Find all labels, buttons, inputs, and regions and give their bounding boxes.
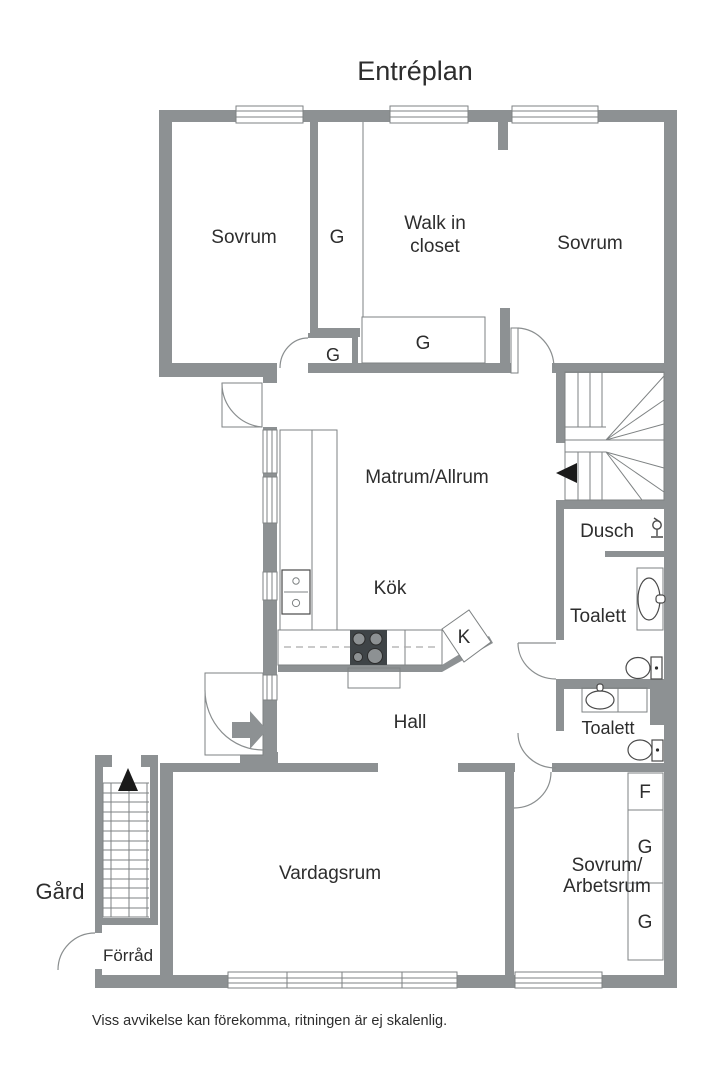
- label-sovarb-2: Arbetsrum: [563, 876, 651, 897]
- toilet-upper-door: [517, 642, 557, 680]
- label-gard: Gård: [36, 879, 85, 904]
- label-g-small: G: [326, 345, 340, 365]
- label-g-upper: G: [638, 837, 653, 858]
- window-bottom-right: [514, 971, 603, 989]
- shower-icon: [651, 517, 663, 538]
- label-g-lower: G: [638, 912, 653, 933]
- window-top-2: [389, 105, 469, 124]
- page-title: Entréplan: [357, 56, 473, 86]
- label-g-tall: G: [330, 227, 345, 248]
- kitchen-fixtures: [277, 429, 492, 689]
- yard-staircase: [102, 768, 149, 918]
- label-vardagsrum: Vardagsrum: [279, 863, 381, 884]
- disclaimer-text: Viss avvikelse kan förekomma, ritningen …: [92, 1013, 447, 1029]
- closet-corridor-door: [279, 337, 309, 369]
- label-toalett-lower: Toalett: [581, 718, 634, 738]
- washbasin-upper: [636, 567, 666, 631]
- fridge-box: [441, 609, 492, 663]
- window-west-1: [262, 429, 278, 474]
- window-bottom-long: [227, 971, 458, 989]
- label-walkin-1: Walk in: [404, 213, 466, 234]
- yard-stairs-up-arrow: [118, 768, 138, 791]
- entry-arrow: [232, 711, 267, 749]
- terrace-door: [221, 382, 263, 428]
- yard-structure-walls: [95, 755, 172, 988]
- window-west-3: [262, 571, 278, 601]
- label-forrad: Förråd: [103, 946, 153, 965]
- closet-outlines: [361, 122, 664, 961]
- label-g-wide: G: [416, 333, 431, 354]
- entry-door: [204, 672, 267, 756]
- stove: [350, 630, 387, 665]
- windows: [227, 105, 603, 989]
- label-hall: Hall: [394, 712, 427, 733]
- label-sovarb-1: Sovrum/: [572, 855, 643, 876]
- label-walkin-2: closet: [410, 236, 460, 257]
- bathroom-fixtures: [581, 517, 666, 762]
- label-toalett-upper: Toalett: [570, 606, 627, 627]
- bedroom-ne-door: [510, 327, 555, 374]
- label-k-fridge: K: [458, 627, 471, 648]
- bedroom-office-door: [513, 771, 552, 809]
- washbasin-lower: [581, 683, 648, 713]
- label-matrum: Matrum/Allrum: [365, 467, 489, 488]
- doors: [57, 327, 557, 971]
- dishwasher: [347, 667, 401, 689]
- label-kok: Kök: [374, 578, 407, 599]
- kitchen-sink: [281, 569, 311, 615]
- window-entry-sidelight: [262, 674, 278, 701]
- label-sovrum-nw: Sovrum: [211, 227, 276, 248]
- toilet-lower: [627, 739, 664, 762]
- storage-door: [57, 932, 96, 971]
- label-dusch: Dusch: [580, 521, 634, 542]
- label-f-box: F: [639, 782, 651, 803]
- window-top-1: [235, 105, 304, 124]
- interior-walls: [278, 122, 677, 985]
- toilet-upper: [625, 656, 663, 680]
- stairs-direction-arrow: [556, 463, 577, 483]
- window-top-3: [511, 105, 599, 124]
- toilet-lower-door: [517, 732, 557, 769]
- interior-staircase: [556, 371, 665, 501]
- window-west-2: [262, 476, 278, 524]
- label-sovrum-ne: Sovrum: [557, 233, 622, 254]
- labels: Entréplan Sovrum G Walk in closet Sovrum…: [36, 56, 653, 1029]
